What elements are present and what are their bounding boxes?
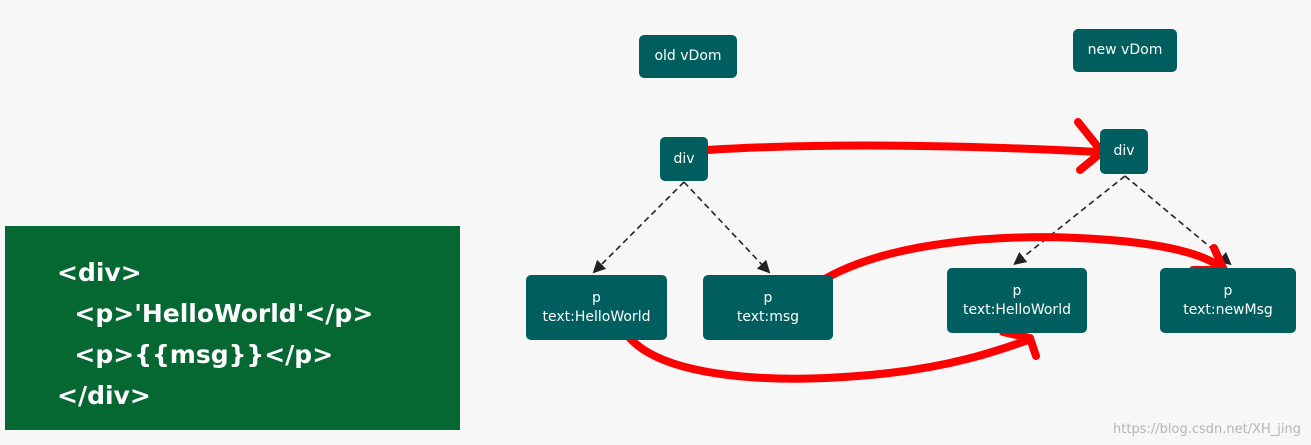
new-edge-left: [1013, 175, 1126, 265]
old-vdom-label: old vDom: [639, 35, 737, 78]
code-line: <p>'HelloWorld'</p>: [57, 299, 374, 328]
old-edge-left: [592, 181, 685, 274]
old-edge-right: [683, 181, 771, 274]
node-text: text:HelloWorld: [963, 301, 1071, 318]
red-arrow-div: [703, 141, 1102, 156]
node-tag: p: [592, 289, 601, 306]
red-arrow-hello: [624, 332, 1032, 383]
old-child-node: p text:msg: [703, 275, 833, 340]
new-vdom-label-text: new vDom: [1087, 42, 1163, 58]
old-root-tag: div: [673, 150, 695, 167]
new-vdom-label: new vDom: [1073, 29, 1177, 72]
old-root-node: div: [660, 137, 708, 181]
code-line: <div>: [57, 258, 142, 287]
red-arrow-hello-head: [999, 328, 1040, 360]
node-tag: p: [1012, 282, 1022, 299]
new-child-node: p text:HelloWorld: [947, 268, 1087, 333]
code-line: </div>: [57, 381, 151, 410]
new-root-tag: div: [1113, 143, 1135, 159]
red-arrow-div-head: [1074, 118, 1106, 174]
watermark: https://blog.csdn.net/XH_jing: [1113, 422, 1301, 437]
node-text: text:HelloWorld: [542, 308, 651, 325]
old-vdom-label-text: old vDom: [654, 48, 722, 64]
new-root-node: div: [1100, 129, 1148, 174]
code-line: <p>{{msg}}</p>: [57, 340, 334, 369]
red-arrow-msg: [808, 233, 1226, 291]
code-panel: <div> <p>'HelloWorld'</p> <p>{{msg}}</p>…: [5, 226, 460, 430]
new-child-node: p text:newMsg: [1160, 268, 1296, 333]
node-text: text:msg: [736, 308, 800, 325]
node-tag: p: [1223, 282, 1233, 299]
old-child-node: p text:HelloWorld: [526, 275, 667, 340]
node-text: text:newMsg: [1183, 301, 1273, 318]
node-tag: p: [763, 289, 773, 306]
